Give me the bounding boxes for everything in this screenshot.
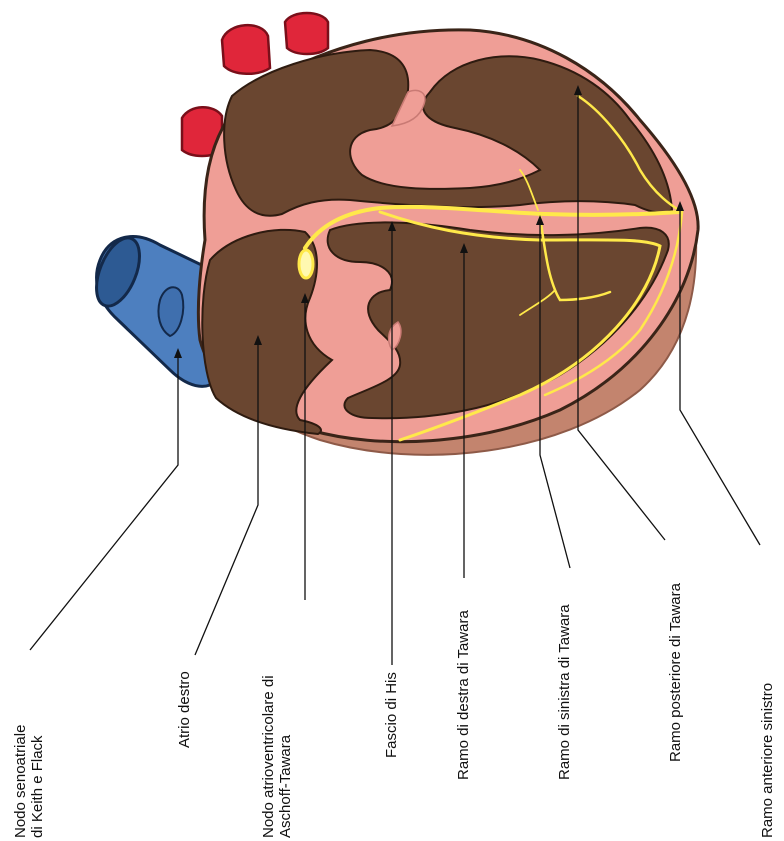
label-left-bundle: Ramo di sinistra di Tawara [556, 604, 573, 780]
leader-sa-node [30, 355, 178, 650]
label-sa-node-line1: Nodo senoatriale [12, 725, 29, 838]
label-right-bundle: Ramo di destra di Tawara [455, 610, 472, 780]
av-node [299, 250, 313, 278]
label-left-bundle-line1: Ramo di sinistra di Tawara [556, 604, 573, 780]
label-av-node-line1: Nodo atrioventricolare di [260, 675, 277, 838]
aorta-stub-2 [285, 13, 328, 54]
label-right-atrium: Atrio destro [176, 671, 193, 748]
aorta-stub-1 [222, 25, 270, 74]
label-right-bundle-line1: Ramo di destra di Tawara [455, 610, 472, 780]
label-posterior-branch: Ramo posteriore di Tawara [667, 583, 684, 762]
label-posterior-branch-line1: Ramo posteriore di Tawara [667, 583, 684, 762]
label-sa-node: Nodo senoatriale di Keith e Flack [12, 725, 46, 838]
label-anterior-branch: Ramo anteriore sinistro [759, 683, 776, 838]
label-anterior-branch-line1: Ramo anteriore sinistro [759, 683, 776, 838]
label-sa-node-line2: di Keith e Flack [29, 725, 46, 838]
label-av-node: Nodo atrioventricolare di Aschoff-Tawara [260, 675, 294, 838]
label-av-node-line2: Aschoff-Tawara [277, 675, 294, 838]
label-his-bundle-line1: Fascio di His [383, 672, 400, 758]
label-his-bundle: Fascio di His [383, 672, 400, 758]
label-right-atrium-line1: Atrio destro [176, 671, 193, 748]
